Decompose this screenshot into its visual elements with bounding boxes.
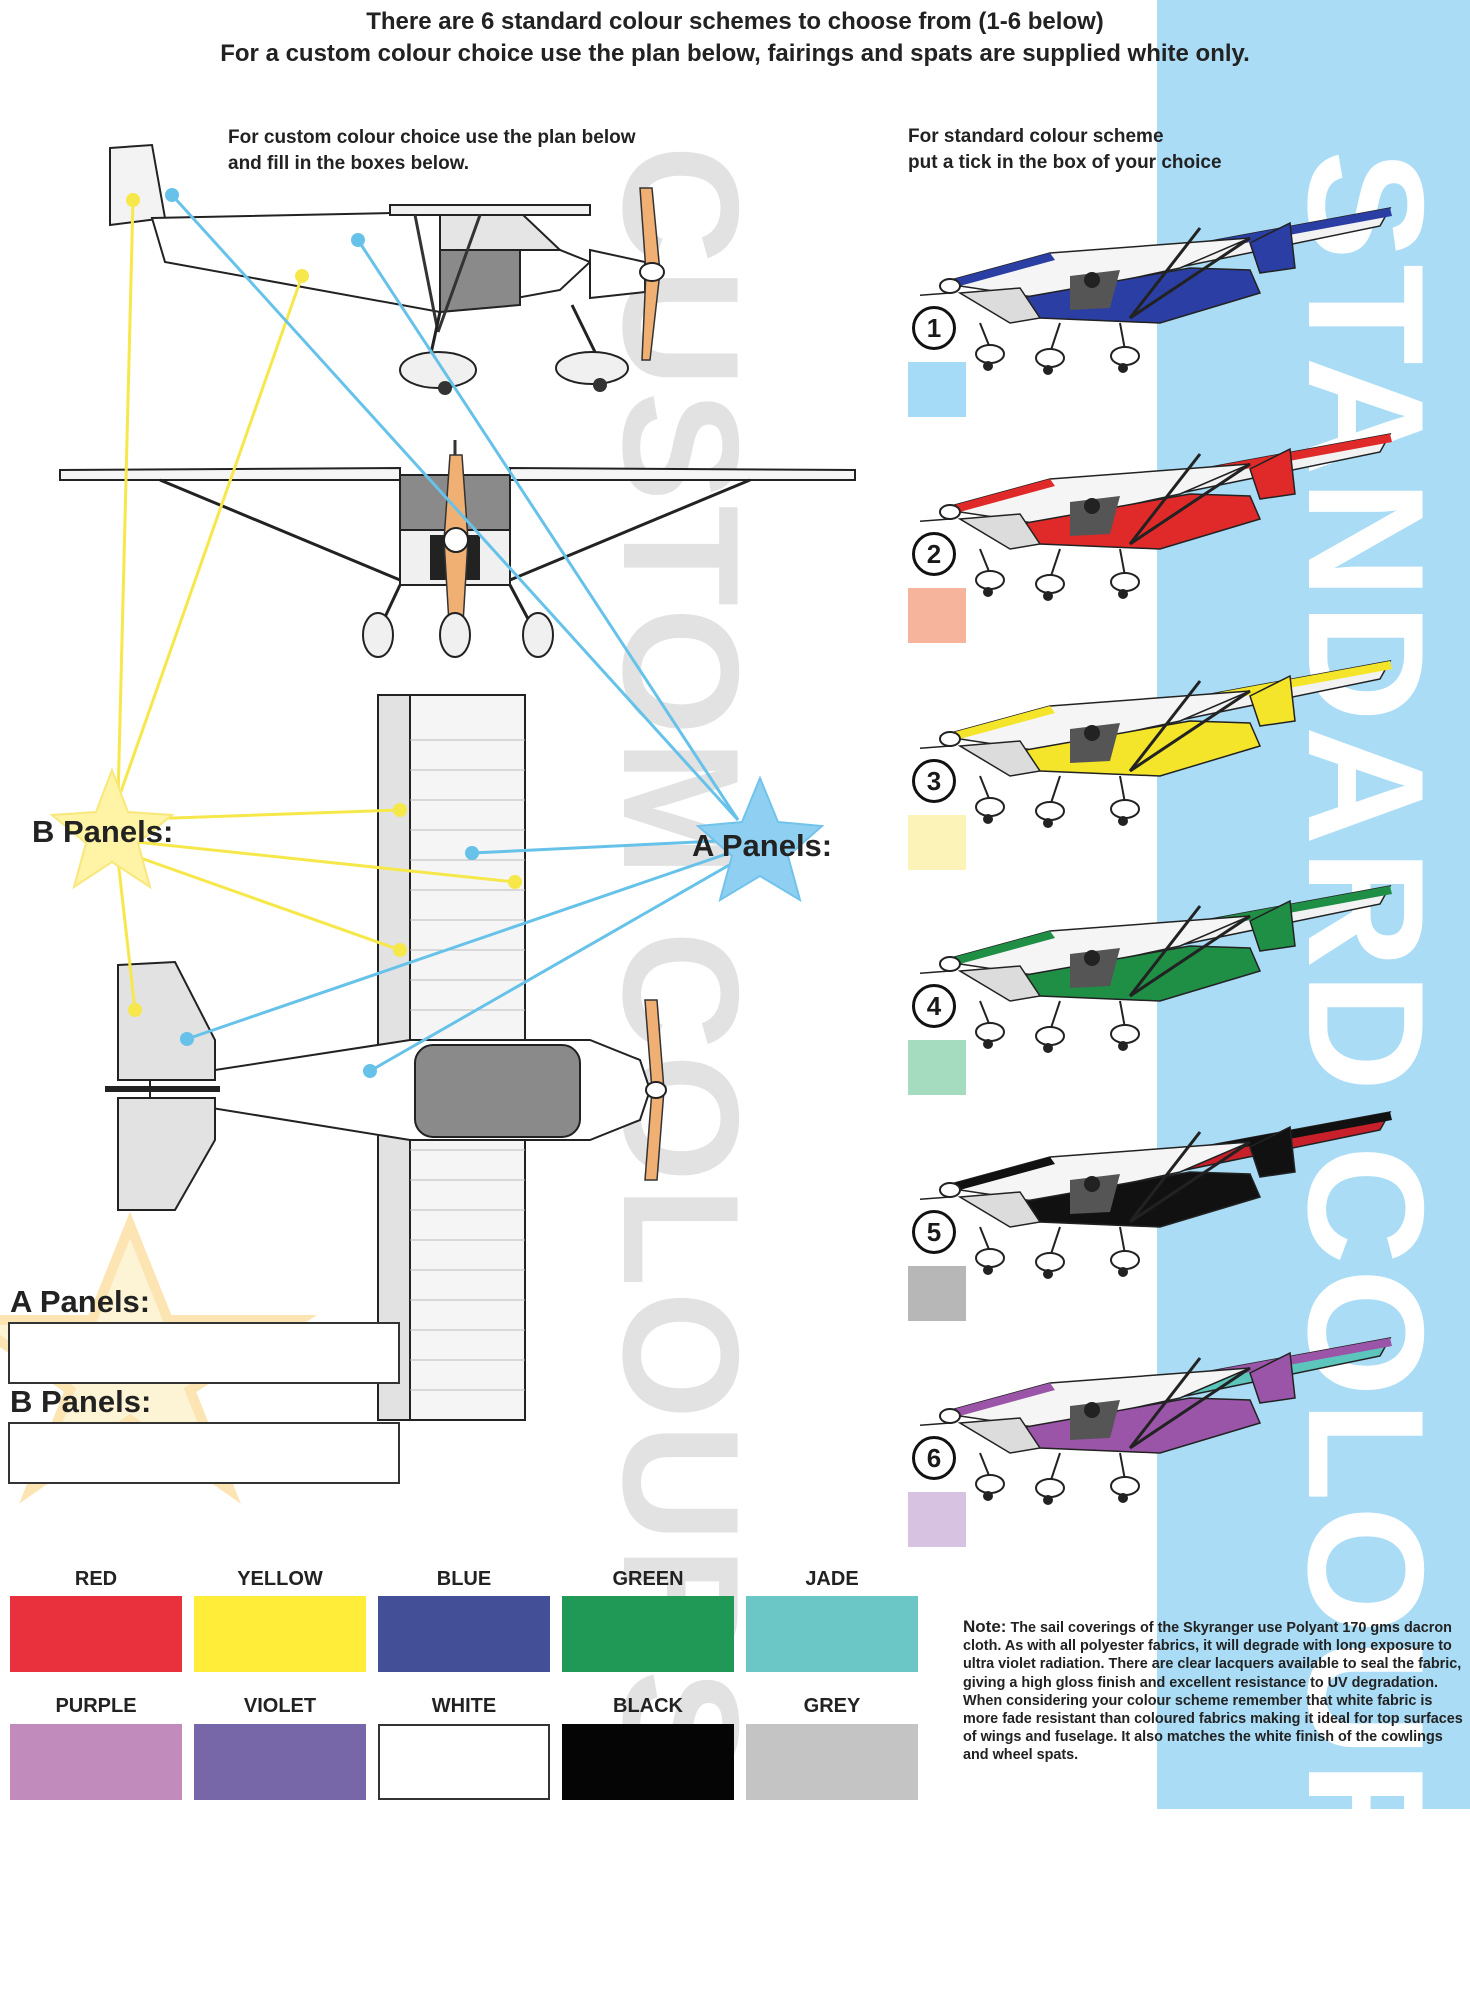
scheme-tick-box-3[interactable] [908,815,966,870]
a-panels-form-label: A Panels: [10,1284,151,1319]
scheme-number-3: 3 [912,759,956,803]
scheme-number-6: 6 [912,1436,956,1480]
swatch-purple[interactable] [10,1724,182,1800]
swatch-label-blue: BLUE [436,1568,492,1590]
custom-instruction-line-2: and fill in the boxes below. [228,153,470,174]
swatch-grey[interactable] [746,1724,918,1800]
swatch-label-red: RED [74,1568,118,1590]
fabric-note: Note: The sail coverings of the Skyrange… [963,1617,1465,1765]
scheme-aircraft-5 [920,1110,1392,1279]
scheme-number-4: 4 [912,984,956,1028]
header-line-1: There are 6 standard colour schemes to c… [366,8,1104,35]
swatch-label-purple: PURPLE [55,1695,137,1717]
header-line-2: For a custom colour choice use the plan … [220,40,1250,67]
b-panels-form-label: B Panels: [10,1384,152,1419]
swatch-green[interactable] [562,1596,734,1672]
a-panel-leader-lines [170,193,740,1073]
scheme-tick-box-5[interactable] [908,1266,966,1321]
scheme-tick-box-2[interactable] [908,588,966,643]
scheme-tick-box-6[interactable] [908,1492,966,1547]
b-panels-field[interactable] [8,1422,400,1484]
scheme-tick-box-4[interactable] [908,1040,966,1095]
swatch-label-violet: VIOLET [243,1695,317,1717]
b-panels-star-label: B Panels: [32,814,174,849]
b-panel-leader-dots [126,193,522,1017]
note-label: Note: [963,1617,1007,1636]
scheme-aircraft-6 [920,1336,1392,1505]
custom-instructions: For custom colour choice use the plan be… [228,125,636,177]
swatch-label-white: WHITE [431,1695,497,1717]
swatch-violet[interactable] [194,1724,366,1800]
scheme-number-2: 2 [912,532,956,576]
side-view-aircraft [109,143,665,395]
swatch-blue[interactable] [378,1596,550,1672]
standard-instruction-line-1: For standard colour scheme [908,126,1164,147]
custom-instruction-line-1: For custom colour choice use the plan be… [228,127,636,148]
scheme-aircraft-2 [920,432,1392,601]
scheme-aircraft-3 [920,659,1392,828]
swatch-label-green: GREEN [612,1568,684,1590]
swatch-label-grey: GREY [803,1695,861,1717]
swatch-red[interactable] [10,1596,182,1672]
b-panels-star [49,767,175,890]
note-text-1: The sail coverings of the Skyranger use … [963,1620,1462,1691]
a-panels-star-label: A Panels: [692,828,833,863]
scheme-aircraft-4 [920,884,1392,1053]
a-panels-field[interactable] [8,1322,400,1384]
swatch-black[interactable] [562,1724,734,1800]
scheme-number-1: 1 [912,306,956,350]
swatch-label-black: BLACK [613,1695,683,1717]
swatch-label-jade: JADE [805,1568,859,1590]
swatch-yellow[interactable] [194,1596,366,1672]
standard-instruction-line-2: put a tick in the box of your choice [908,152,1222,173]
custom-colour-diagram [0,143,856,1504]
swatch-label-yellow: YELLOW [237,1568,323,1590]
scheme-aircraft-1 [920,206,1392,375]
standard-instructions: For standard colour scheme put a tick in… [908,124,1222,176]
top-view-aircraft [105,694,667,1421]
note-text-2: When considering your colour scheme reme… [963,1692,1463,1764]
a-panels-star [695,775,825,903]
scheme-tick-box-1[interactable] [908,362,966,417]
swatch-white[interactable] [378,1724,550,1800]
scheme-number-5: 5 [912,1210,956,1254]
a-panel-leader-dots [165,188,479,1078]
swatch-jade[interactable] [746,1596,918,1672]
